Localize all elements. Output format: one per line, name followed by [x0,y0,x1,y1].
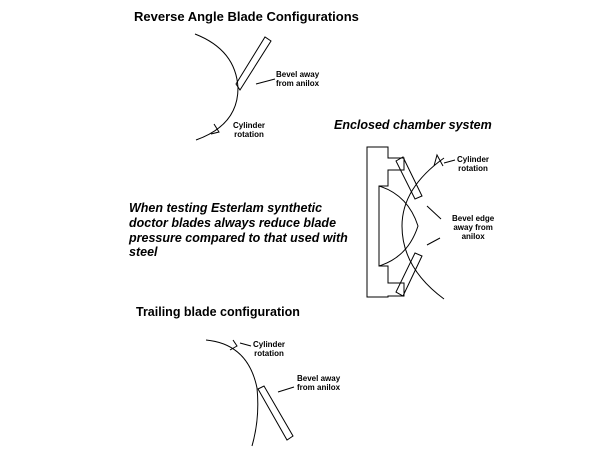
chamber-bevel-leader-bottom [426,237,441,246]
reverse-rotation-label-line: Cylinder [233,121,266,130]
reverse-angle-diagram [194,33,276,141]
trailing-rotation-label-line: Cylinder [253,340,286,349]
trailing-blade-diagram [205,339,295,447]
trailing-cylinder-arc [205,339,259,447]
reverse-bevel-label: Bevel away from anilox [276,70,319,88]
reverse-cylinder-arc [194,33,239,141]
chamber-bevel-leader-top [426,205,442,220]
chamber-rotation-label-line: rotation [458,164,488,174]
reverse-bevel-label-line: Bevel away [276,70,320,79]
pressure-note-line: pressure compared to that used with [129,230,348,245]
reverse-bevel-leader [255,78,276,85]
trailing-bevel-label: Bevel away from anilox [297,374,340,392]
reverse-rotation-arrow-icon [210,123,220,135]
chamber-rotation-arrow-icon [433,153,444,167]
reverse-rotation-label: Cylinder rotation [233,121,265,139]
reverse-angle-title: Reverse Angle Blade Configurations [134,9,359,24]
chamber-bevel-label-line: away from [453,223,493,233]
trailing-rotation-arrow-icon [229,339,238,351]
pressure-note-line: When testing Esterlam synthetic [129,201,323,215]
reverse-doctor-blade [235,36,272,91]
trailing-bevel-label-line: Bevel away [297,374,341,383]
trailing-rotation-leader [239,342,252,347]
reverse-bevel-label-line: from anilox [276,79,320,89]
trailing-rotation-label-line: rotation [254,349,284,359]
enclosed-chamber-diagram [366,146,456,300]
trailing-rotation-label: Cylinder rotation [253,340,285,358]
chamber-bevel-label-line: anilox [461,232,485,242]
trailing-doctor-blade [257,385,294,441]
trailing-title: Trailing blade configuration [136,305,300,319]
chamber-body [366,146,405,298]
chamber-rotation-label: Cylinder rotation [457,155,489,173]
pressure-note: When testing Esterlam synthetic doctor b… [129,201,369,260]
enclosed-chamber-title: Enclosed chamber system [334,118,492,132]
chamber-bevel-label: Bevel edge away from anilox [452,214,494,242]
chamber-cylinder-arc [401,157,445,300]
pressure-note-line: doctor blades always reduce blade [129,215,337,230]
chamber-lower-blade [395,252,423,297]
trailing-bevel-label-line: from anilox [297,383,341,393]
trailing-bevel-leader [277,386,295,393]
reverse-rotation-label-line: rotation [234,130,264,140]
pressure-note-line: steel [129,245,158,260]
chamber-upper-blade [395,156,423,200]
chamber-bevel-label-line: Bevel edge [452,214,495,223]
chamber-rotation-label-line: Cylinder [457,155,490,164]
chamber-rotation-leader [443,159,456,164]
chamber-inner-cavity [378,185,419,267]
